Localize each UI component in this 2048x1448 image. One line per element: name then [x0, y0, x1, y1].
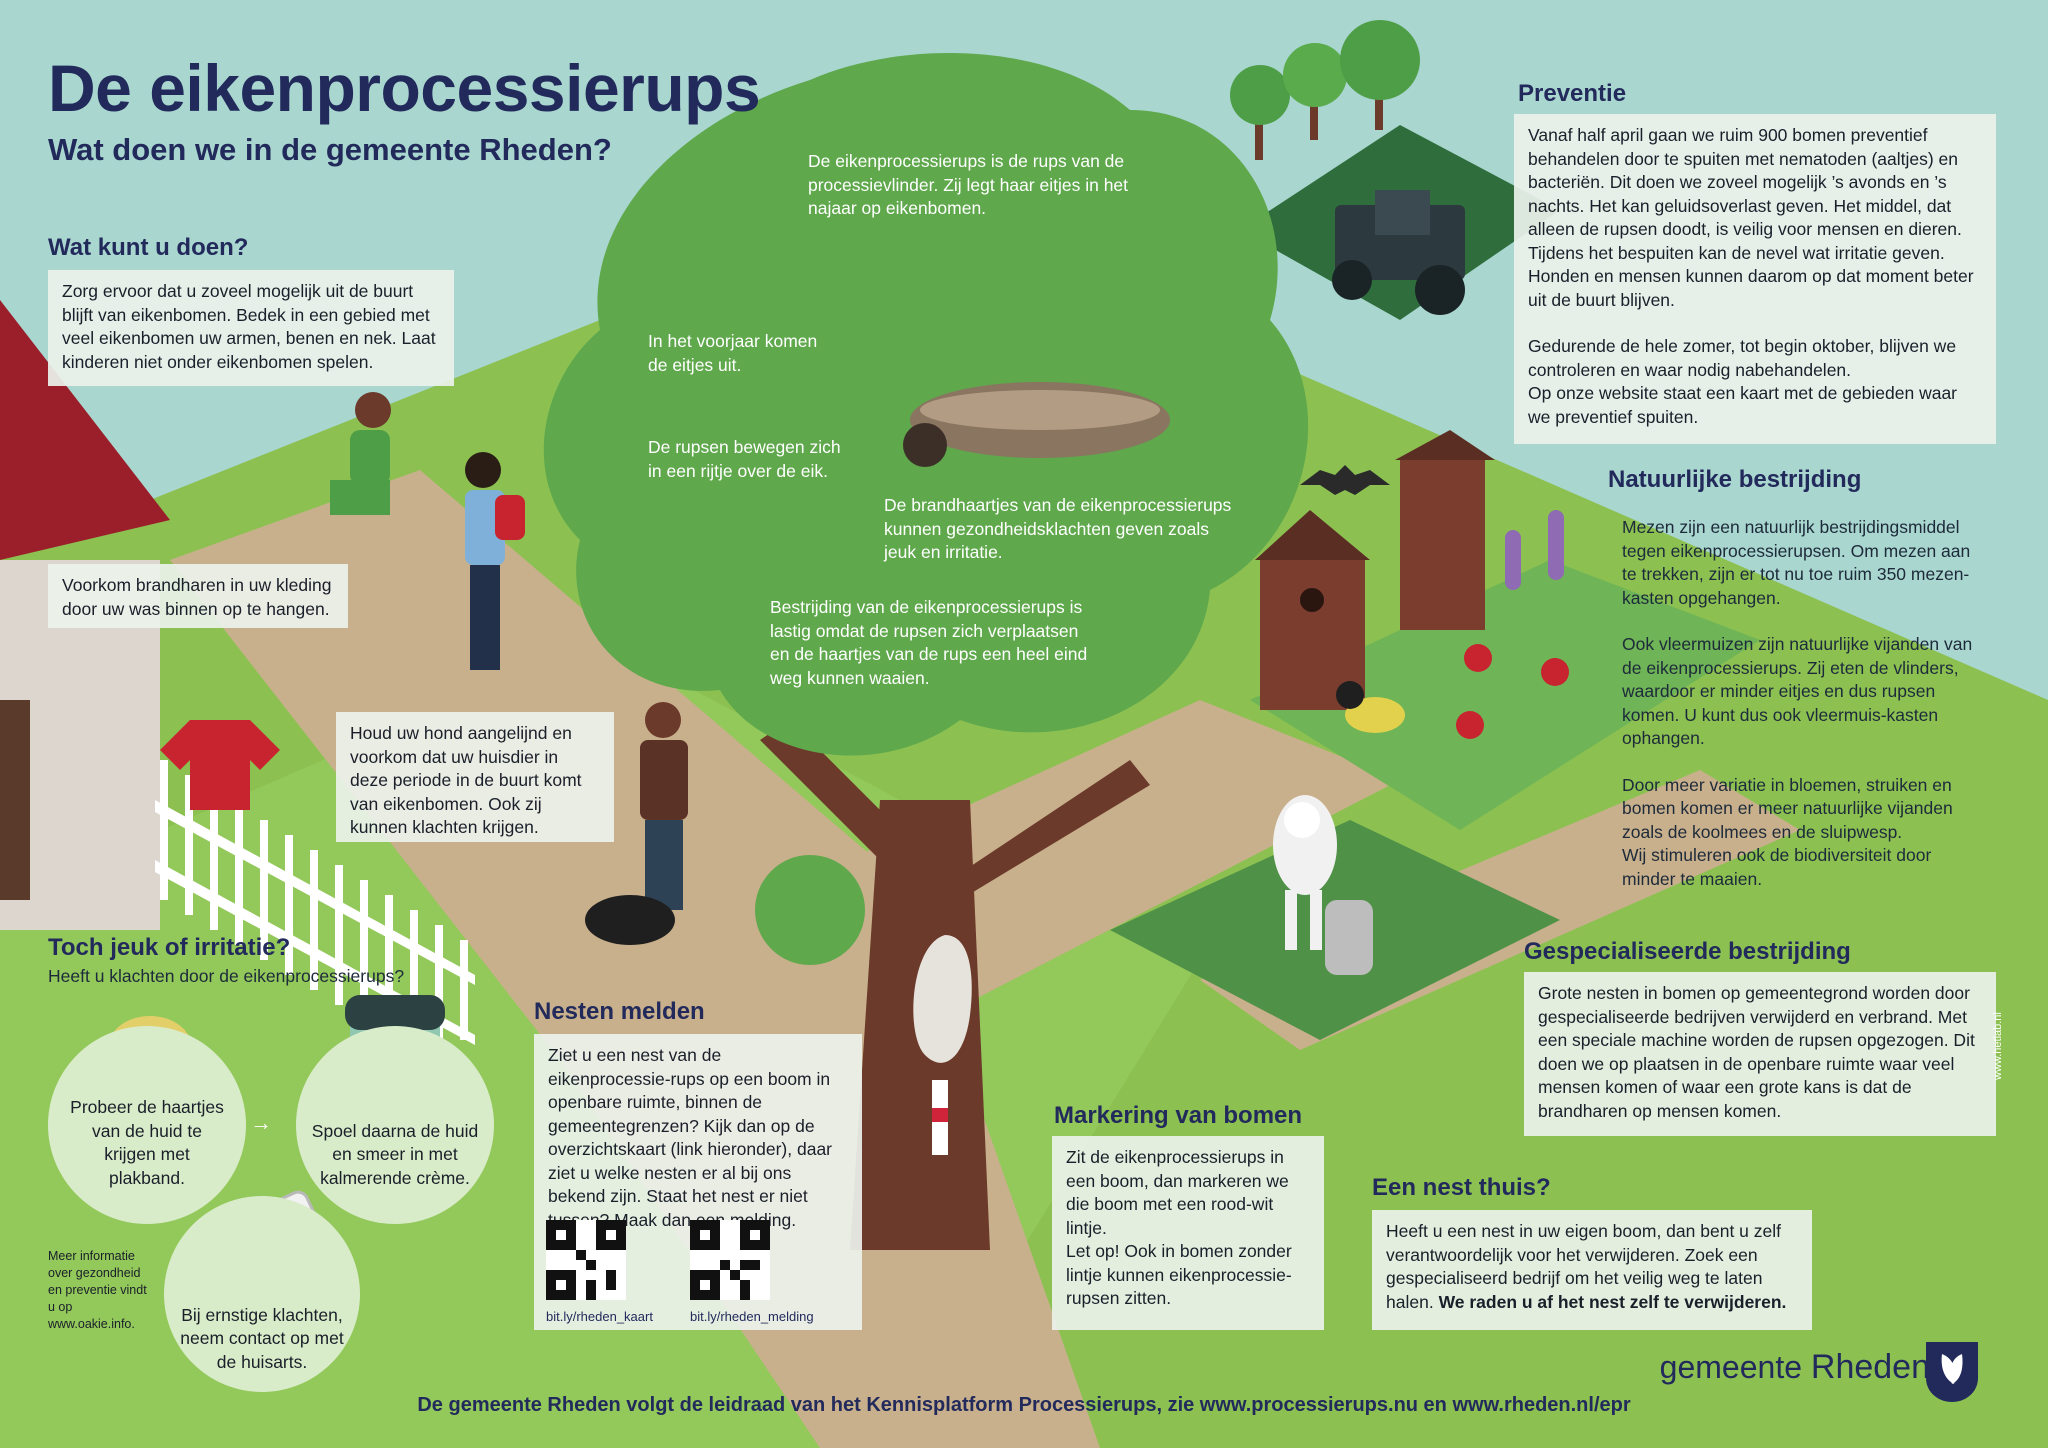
nest-on-trunk: [913, 935, 972, 1063]
tree-text-intro: De eikenprocessierups is de rups van de …: [808, 151, 1129, 218]
brand-name: Rheden: [1810, 1348, 1930, 1386]
qr-code-icon-melding[interactable]: [690, 1220, 770, 1300]
info-preventie: Vanaf half april gaan we ruim 900 bomen …: [1514, 114, 1996, 444]
caterpillar-illustration: [903, 382, 1170, 467]
credit-text: www.hetlab.nl: [1992, 1012, 2004, 1080]
link-rheden-kaart[interactable]: bit.ly/rheden_kaart: [546, 1309, 653, 1324]
info-hond-tip: Houd uw hond aangelijnd en voorkom dat u…: [336, 712, 614, 842]
tree-text-eitjes: In het voorjaar komen de eitjes uit.: [648, 331, 818, 375]
text-natuurlijk-3: Door meer variatie in bloemen, struiken …: [1622, 774, 1953, 842]
birdhouse-icon: [1255, 430, 1495, 710]
text-natuurlijk-1: Mezen zijn een natuurlijk bestrijdingsmi…: [1622, 517, 1971, 608]
heading-natuurlijke-bestrijding: Natuurlijke bestrijding: [1608, 466, 1862, 493]
brand-prefix: gemeente: [1659, 1349, 1802, 1385]
text-gespecialiseerde-bestrijding: Grote nesten in bomen op gemeentegrond w…: [1538, 983, 1975, 1121]
info-natuurlijke-bestrijding: Mezen zijn een natuurlijk bestrijdingsmi…: [1622, 516, 1988, 891]
text-hond-tip: Houd uw hond aangelijnd en voorkom dat u…: [350, 723, 582, 837]
info-een-nest-thuis: Heeft u een nest in uw eigen boom, dan b…: [1372, 1210, 1812, 1330]
heading-nesten-melden: Nesten melden: [534, 998, 705, 1025]
protective-suit-worker: [1273, 795, 1373, 975]
footer-text: De gemeente Rheden volgt de leidraad van…: [417, 1394, 1631, 1416]
text-nest-thuis-bold: We raden u af het nest zelf te verwijder…: [1438, 1291, 1787, 1312]
text-wat-kunt-u-doen: Zorg ervoor dat u zoveel mogelijk uit de…: [62, 281, 436, 372]
text-natuurlijk-2: Ook vleermuizen zijn natuurlijke vijande…: [1622, 634, 1973, 748]
info-markering-van-bomen: Zit de eikenprocessierups in een boom, d…: [1052, 1136, 1324, 1330]
forest-trees: [1230, 20, 1420, 160]
heading-markering-van-bomen: Markering van bomen: [1054, 1102, 1303, 1129]
text-preventie-2: Gedurende de hele zomer, tot begin oktob…: [1528, 336, 1957, 380]
text-markering-2: Let op! Ook in bomen zonder lintje kunne…: [1066, 1241, 1292, 1308]
text-markering-1: Zit de eikenprocessierups in een boom, d…: [1066, 1147, 1289, 1238]
laundry-shirt: [160, 720, 280, 810]
heading-wat-kunt-u-doen: Wat kunt u doen?: [48, 234, 249, 261]
qr-code-icon-kaart[interactable]: [546, 1220, 626, 1300]
page-title: De eikenprocessierups: [48, 51, 761, 125]
tractor-icon: [1332, 190, 1465, 315]
bat-icon: [1300, 465, 1390, 495]
logo-icon: [1926, 1342, 1978, 1402]
heading-een-nest-thuis: Een nest thuis?: [1372, 1174, 1551, 1201]
heading-toch-jeuk: Toch jeuk of irritatie?: [48, 934, 291, 961]
tree-text-bestrijding: Bestrijding van de eikenprocessierups is…: [770, 597, 1088, 688]
text-step-plakband: Probeer de haartjes van de huid te krijg…: [70, 1097, 224, 1188]
man-with-backpack: [465, 452, 525, 670]
man-with-dog: [585, 702, 688, 945]
tree-text-rupsen: De rupsen bewegen zich in een rijtje ove…: [648, 437, 841, 481]
jogging-woman: [330, 392, 391, 515]
text-nesten-melden: Ziet u een nest van de eikenprocessie-ru…: [548, 1045, 833, 1230]
circle-step-spoelen: Spoel daarna de huid en smeer in met kal…: [296, 1026, 494, 1224]
field-plot-natuur: [1250, 560, 1760, 830]
text-preventie-3: Op onze website staat een kaart met de g…: [1528, 383, 1958, 427]
text-meer-informatie: Meer informatie over gezondheid en preve…: [48, 1249, 147, 1331]
bird-icon: [1336, 681, 1405, 733]
brand-logo-text: gemeente Rheden: [1660, 1348, 1930, 1387]
text-step-spoelen: Spoel daarna de huid en smeer in met kal…: [311, 1120, 479, 1188]
info-brandharen-tip: Voorkom brandharen in uw kleding door uw…: [48, 564, 348, 628]
text-jeuk-sub: Heeft u klachten door de eikenprocessier…: [48, 966, 405, 986]
arrow-icon: →: [250, 1110, 272, 1135]
text-preventie-1: Vanaf half april gaan we ruim 900 bomen …: [1528, 125, 1974, 310]
circle-step-plakband: Probeer de haartjes van de huid te krijg…: [48, 1026, 246, 1224]
tree-text-brandhaartjes: De brandhaartjes van de eikenprocessieru…: [884, 495, 1232, 562]
text-step-huisarts: Bij ernstige klachten, neem contact op m…: [180, 1304, 344, 1372]
text-natuurlijk-4: Wij stimuleren ook de biodiversiteit doo…: [1622, 845, 1932, 889]
info-gespecialiseerde-bestrijding: Grote nesten in bomen op gemeentegrond w…: [1524, 972, 1996, 1136]
link-rheden-melding[interactable]: bit.ly/rheden_melding: [690, 1309, 814, 1324]
heading-gespecialiseerde-bestrijding: Gespecialiseerde bestrijding: [1524, 938, 1851, 965]
text-brandharen-tip: Voorkom brandharen in uw kleding door uw…: [62, 575, 332, 619]
circle-step-huisarts: Bij ernstige klachten, neem contact op m…: [164, 1196, 360, 1392]
page-subtitle: Wat doen we in de gemeente Rheden?: [48, 132, 612, 167]
info-wat-kunt-u-doen: Zorg ervoor dat u zoveel mogelijk uit de…: [48, 270, 454, 386]
text-nest-thuis: Heeft u een nest in uw eigen boom, dan b…: [1386, 1221, 1781, 1312]
heading-preventie: Preventie: [1518, 80, 1627, 107]
flowers: [1456, 510, 1569, 739]
